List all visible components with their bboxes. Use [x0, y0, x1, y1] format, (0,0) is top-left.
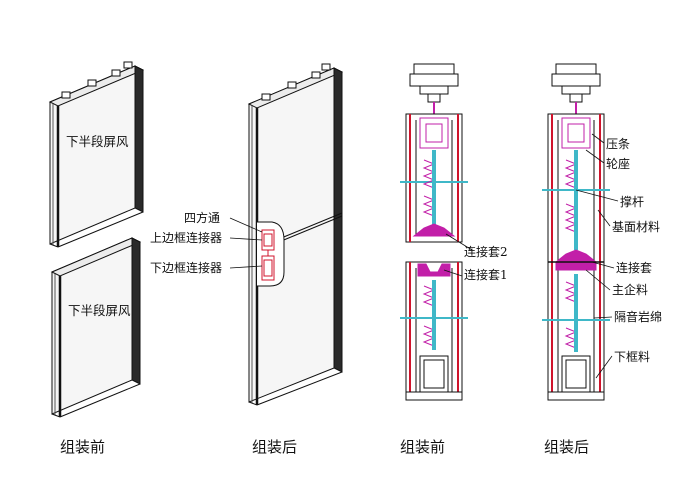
- fig3-section: [400, 63, 468, 401]
- bottom-frame-label: 下框料: [614, 350, 650, 364]
- base-material-label: 基面材料: [612, 220, 660, 234]
- strut-label: 撑杆: [620, 194, 644, 209]
- upper-panel-label: 下半段屏风: [66, 134, 129, 149]
- caption-fig2: 组装后: [252, 438, 297, 456]
- wheel-seat-label: 轮座: [606, 156, 630, 171]
- lower-connector-label: 下边框连接器: [150, 260, 222, 275]
- insulation-label: 隔音岩绵: [614, 309, 662, 324]
- lower-panel-label: 下半段屏风: [68, 303, 131, 318]
- sleeve-label: 连接套: [616, 260, 652, 275]
- caption-fig1: 组装前: [60, 438, 105, 456]
- fig1-upper-panel: [48, 61, 145, 248]
- four-way-label: 四方通: [184, 210, 220, 225]
- fig2-leaders: [229, 217, 263, 269]
- bead-label: 压条: [606, 137, 630, 151]
- main-profile-label: 主企料: [612, 282, 648, 297]
- fig4-section: [542, 63, 610, 401]
- fig2-panel-joined: [247, 63, 344, 406]
- caption-fig4: 组装后: [544, 438, 589, 456]
- upper-connector-label: 上边框连接器: [150, 230, 222, 245]
- fig1-panels-separate: [48, 61, 145, 418]
- sleeve1-label: 连接套1: [464, 267, 508, 282]
- sleeve2-label: 连接套2: [464, 244, 508, 259]
- caption-fig3: 组装前: [400, 438, 445, 456]
- fig1-lower-panel: [50, 237, 142, 418]
- fig4-leaders: [575, 133, 619, 379]
- fig3-leaders: [443, 233, 473, 277]
